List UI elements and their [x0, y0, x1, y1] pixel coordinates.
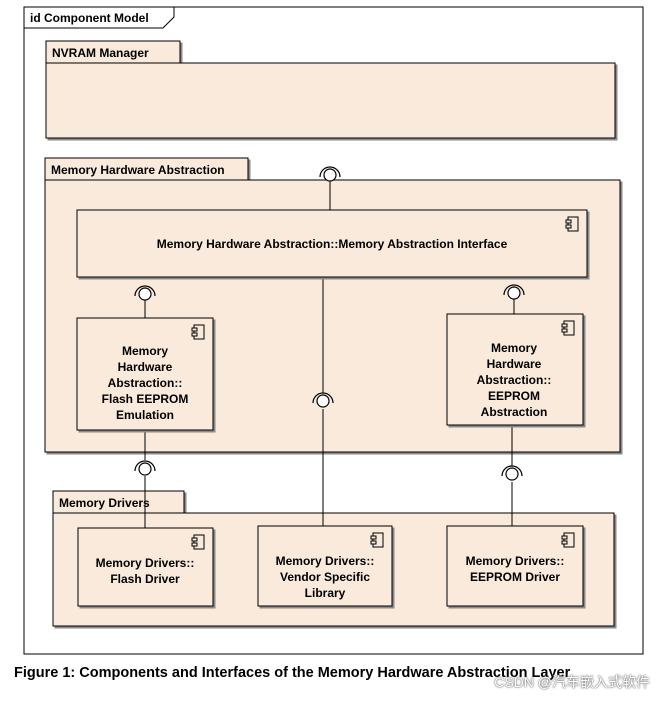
- package-nvram-label: NVRAM Manager: [52, 46, 149, 60]
- component-icons: [191, 216, 579, 550]
- lollipop-flash-driver-interface: [134, 460, 156, 476]
- eeprom-abstraction-label-line: Memory: [491, 341, 537, 355]
- lollipop-eeprom-driver-interface: [501, 465, 523, 481]
- eeprom-driver-label-line: EEPROM Driver: [470, 570, 560, 584]
- vendor-library-label-line: Memory Drivers::: [276, 554, 375, 568]
- component-icon: [370, 532, 384, 548]
- component-flash-driver[interactable]: [77, 527, 214, 607]
- component-flash-eeprom-emulation[interactable]: [76, 317, 214, 431]
- component-memory-abstraction-interface[interactable]: [76, 209, 588, 278]
- eeprom-abstraction-label-line: Abstraction::: [477, 373, 552, 387]
- interface-symbols: [134, 166, 525, 481]
- vendor-library-label-line: Library: [305, 586, 346, 600]
- eeprom-driver-label-line: Memory Drivers::: [466, 554, 565, 568]
- component-icon: [565, 216, 579, 232]
- component-vendor-specific-library[interactable]: [257, 525, 393, 607]
- flash-emulation-label-line: Flash EEPROM: [102, 392, 189, 406]
- frame-title: id Component Model: [30, 11, 149, 25]
- connectors: [144, 174, 515, 528]
- lollipop-nvram-interface: [319, 166, 341, 182]
- eeprom-abstraction-label-line: EEPROM: [488, 389, 540, 403]
- flash-driver-label-line: Memory Drivers::: [96, 556, 195, 570]
- flash-emulation-label-line: Abstraction::: [108, 376, 183, 390]
- component-eeprom-driver[interactable]: [446, 525, 584, 607]
- flash-emulation-label-line: Hardware: [118, 360, 173, 374]
- lollipop-vendor-library-interface: [312, 392, 334, 408]
- watermark: CSDN @汽车嵌入式软件: [494, 674, 650, 690]
- component-labels: Memory Hardware Abstraction::Memory Abst…: [96, 237, 565, 600]
- component-icon: [561, 320, 575, 336]
- flash-emulation-label-line: Memory: [122, 344, 168, 358]
- interface-label-line: Memory Hardware Abstraction::Memory Abst…: [157, 237, 508, 251]
- lollipop-eeprom-abstraction-interface: [503, 284, 525, 300]
- package-nvram-manager[interactable]: [45, 40, 616, 139]
- figure-caption: Figure 1: Components and Interfaces of t…: [14, 665, 571, 681]
- eeprom-abstraction-label-line: Abstraction: [481, 405, 548, 419]
- component-eeprom-abstraction[interactable]: [446, 313, 584, 426]
- component-icon: [191, 324, 205, 340]
- component-icon: [561, 532, 575, 548]
- package-drivers-label: Memory Drivers: [59, 496, 150, 510]
- package-mha-label: Memory Hardware Abstraction: [51, 163, 225, 177]
- lollipop-flash-emulation-interface: [134, 285, 156, 301]
- vendor-library-label-line: Vendor Specific: [280, 570, 370, 584]
- flash-emulation-label-line: Emulation: [116, 408, 174, 422]
- flash-driver-label-line: Flash Driver: [110, 572, 180, 586]
- eeprom-abstraction-label-line: Hardware: [487, 357, 542, 371]
- component-icon: [191, 534, 205, 550]
- component-diagram: id Component Model NVRAM Manager Memory …: [23, 6, 644, 655]
